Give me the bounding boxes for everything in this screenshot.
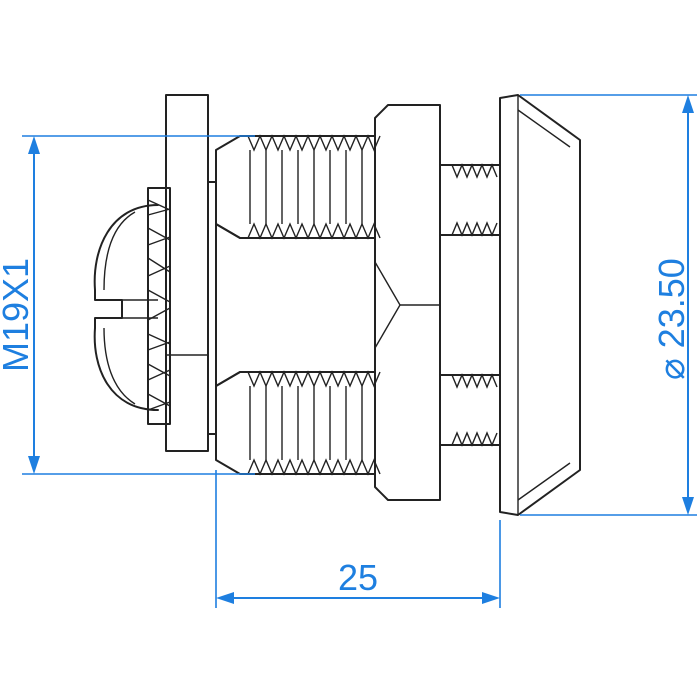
thread-label: M19X1	[0, 258, 36, 372]
arrow-down-icon	[28, 456, 40, 474]
arrow-right-icon	[482, 592, 500, 604]
arrow-down-icon	[682, 497, 694, 515]
rear-shaft	[439, 163, 501, 447]
lock-washer	[147, 187, 171, 425]
length-label: 25	[338, 557, 378, 598]
threaded-body-lower	[215, 370, 381, 476]
arrow-up-icon	[682, 95, 694, 113]
arrow-up-icon	[28, 136, 40, 154]
spacer-ring	[207, 181, 217, 435]
diameter-dimension: ⌀ 23.50	[520, 94, 697, 516]
thread-dimension: M19X1	[0, 135, 255, 475]
arrow-left-icon	[216, 592, 234, 604]
front-flange	[165, 94, 209, 452]
screw-head	[93, 204, 159, 411]
hex-nut	[374, 104, 441, 501]
length-dimension: 25	[215, 470, 501, 608]
cam-lock-part	[93, 94, 581, 516]
diameter-label: ⌀ 23.50	[651, 258, 692, 380]
threaded-body-upper	[215, 134, 381, 240]
rear-cap	[499, 94, 581, 516]
body-core	[215, 223, 376, 387]
